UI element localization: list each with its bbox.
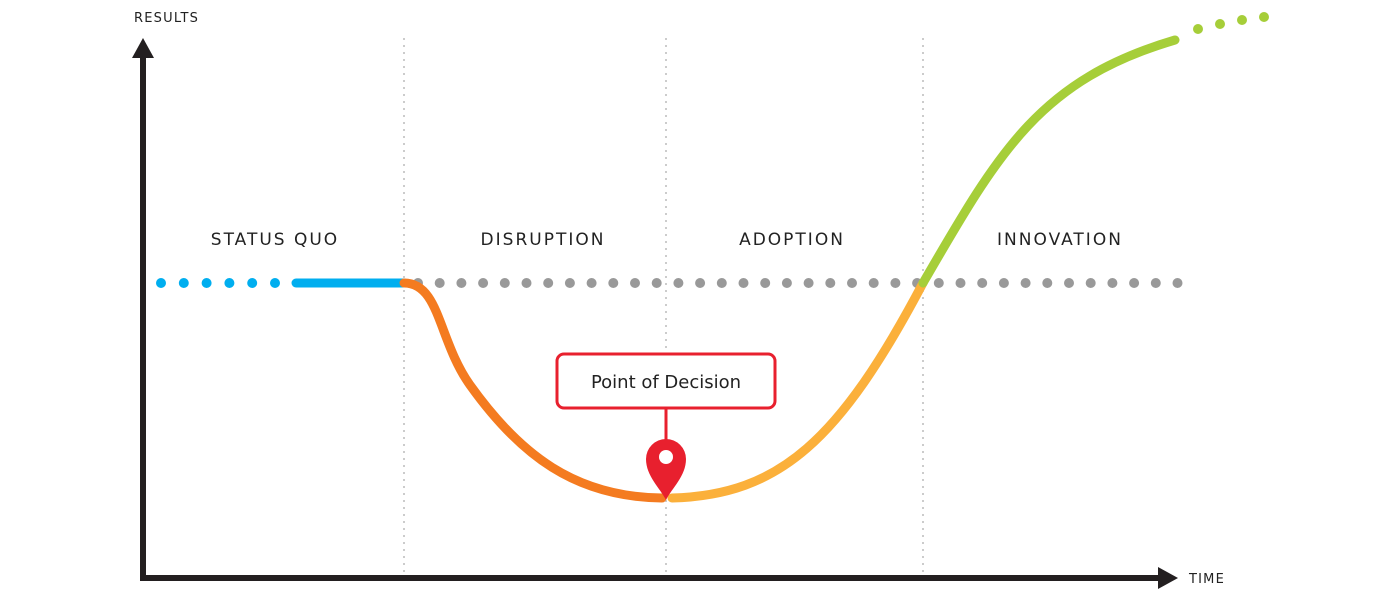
disruption-curve bbox=[399, 278, 667, 503]
status-quo-dot bbox=[247, 278, 258, 288]
baseline-dot bbox=[673, 278, 684, 288]
baseline-dot bbox=[651, 278, 662, 288]
baseline-dot bbox=[1085, 278, 1096, 288]
baseline-dot bbox=[977, 278, 988, 288]
baseline-dot bbox=[868, 278, 879, 288]
status-quo-dot bbox=[201, 278, 212, 288]
status-quo-dot bbox=[156, 278, 166, 288]
baseline-dot bbox=[825, 278, 836, 288]
y-axis-arrow-icon bbox=[132, 38, 154, 58]
baseline-dot bbox=[933, 278, 944, 288]
baseline-dot bbox=[608, 278, 619, 288]
baseline-dot bbox=[781, 278, 792, 288]
x-axis-arrow-icon bbox=[1158, 567, 1178, 589]
status-quo-dot bbox=[270, 278, 280, 288]
baseline-dot bbox=[803, 278, 814, 288]
baseline-dot bbox=[434, 278, 445, 288]
phase-label-status-quo: STATUS QUO bbox=[211, 230, 339, 250]
y-axis-label: RESULTS bbox=[134, 11, 199, 26]
baseline-dot bbox=[1172, 278, 1183, 288]
status-quo-dot bbox=[178, 278, 189, 288]
phase-label-innovation: INNOVATION bbox=[997, 230, 1123, 250]
baseline-dot bbox=[955, 278, 966, 288]
baseline-dot bbox=[521, 278, 532, 288]
axes: RESULTS TIME bbox=[132, 11, 1225, 589]
location-pin-icon bbox=[646, 439, 686, 500]
baseline-dot bbox=[478, 278, 489, 288]
baseline-dot bbox=[630, 278, 640, 288]
status-quo-dot bbox=[224, 278, 235, 288]
baseline-dots bbox=[413, 278, 1183, 288]
x-axis-label: TIME bbox=[1188, 572, 1225, 587]
location-pin-hole bbox=[659, 450, 673, 464]
baseline-dot bbox=[586, 278, 597, 288]
innovation-dot bbox=[1259, 12, 1269, 22]
phase-label-adoption: ADOPTION bbox=[739, 230, 845, 250]
innovation-curve bbox=[918, 35, 1180, 288]
baseline-dot bbox=[564, 278, 575, 288]
baseline-dot bbox=[760, 278, 771, 288]
innovation-dot bbox=[1215, 19, 1225, 29]
baseline-dot bbox=[1129, 278, 1140, 288]
baseline-dot bbox=[1150, 278, 1161, 288]
baseline-dot bbox=[1064, 278, 1074, 288]
baseline-dot bbox=[543, 278, 554, 288]
phase-labels: STATUS QUO DISRUPTION ADOPTION INNOVATIO… bbox=[211, 230, 1123, 250]
baseline-dot bbox=[499, 278, 510, 288]
phase-dividers bbox=[403, 38, 924, 572]
baseline-dot bbox=[716, 278, 727, 288]
baseline-dot bbox=[847, 278, 857, 288]
baseline-dot bbox=[456, 278, 467, 288]
callout-label: Point of Decision bbox=[591, 372, 741, 393]
status-quo-dots bbox=[156, 278, 280, 288]
baseline-dot bbox=[1042, 278, 1053, 288]
baseline-dot bbox=[695, 278, 706, 288]
baseline-dot bbox=[998, 278, 1009, 288]
adoption-curve bbox=[667, 278, 928, 503]
phase-label-disruption: DISRUPTION bbox=[481, 230, 606, 250]
baseline-dot bbox=[1107, 278, 1118, 288]
innovation-dot bbox=[1193, 24, 1203, 34]
innovation-dots bbox=[1193, 12, 1269, 34]
baseline-dot bbox=[890, 278, 901, 288]
innovation-dot bbox=[1237, 15, 1247, 25]
baseline-dot bbox=[1020, 278, 1031, 288]
point-of-decision-callout: Point of Decision bbox=[555, 352, 777, 500]
baseline-dot bbox=[738, 278, 749, 288]
